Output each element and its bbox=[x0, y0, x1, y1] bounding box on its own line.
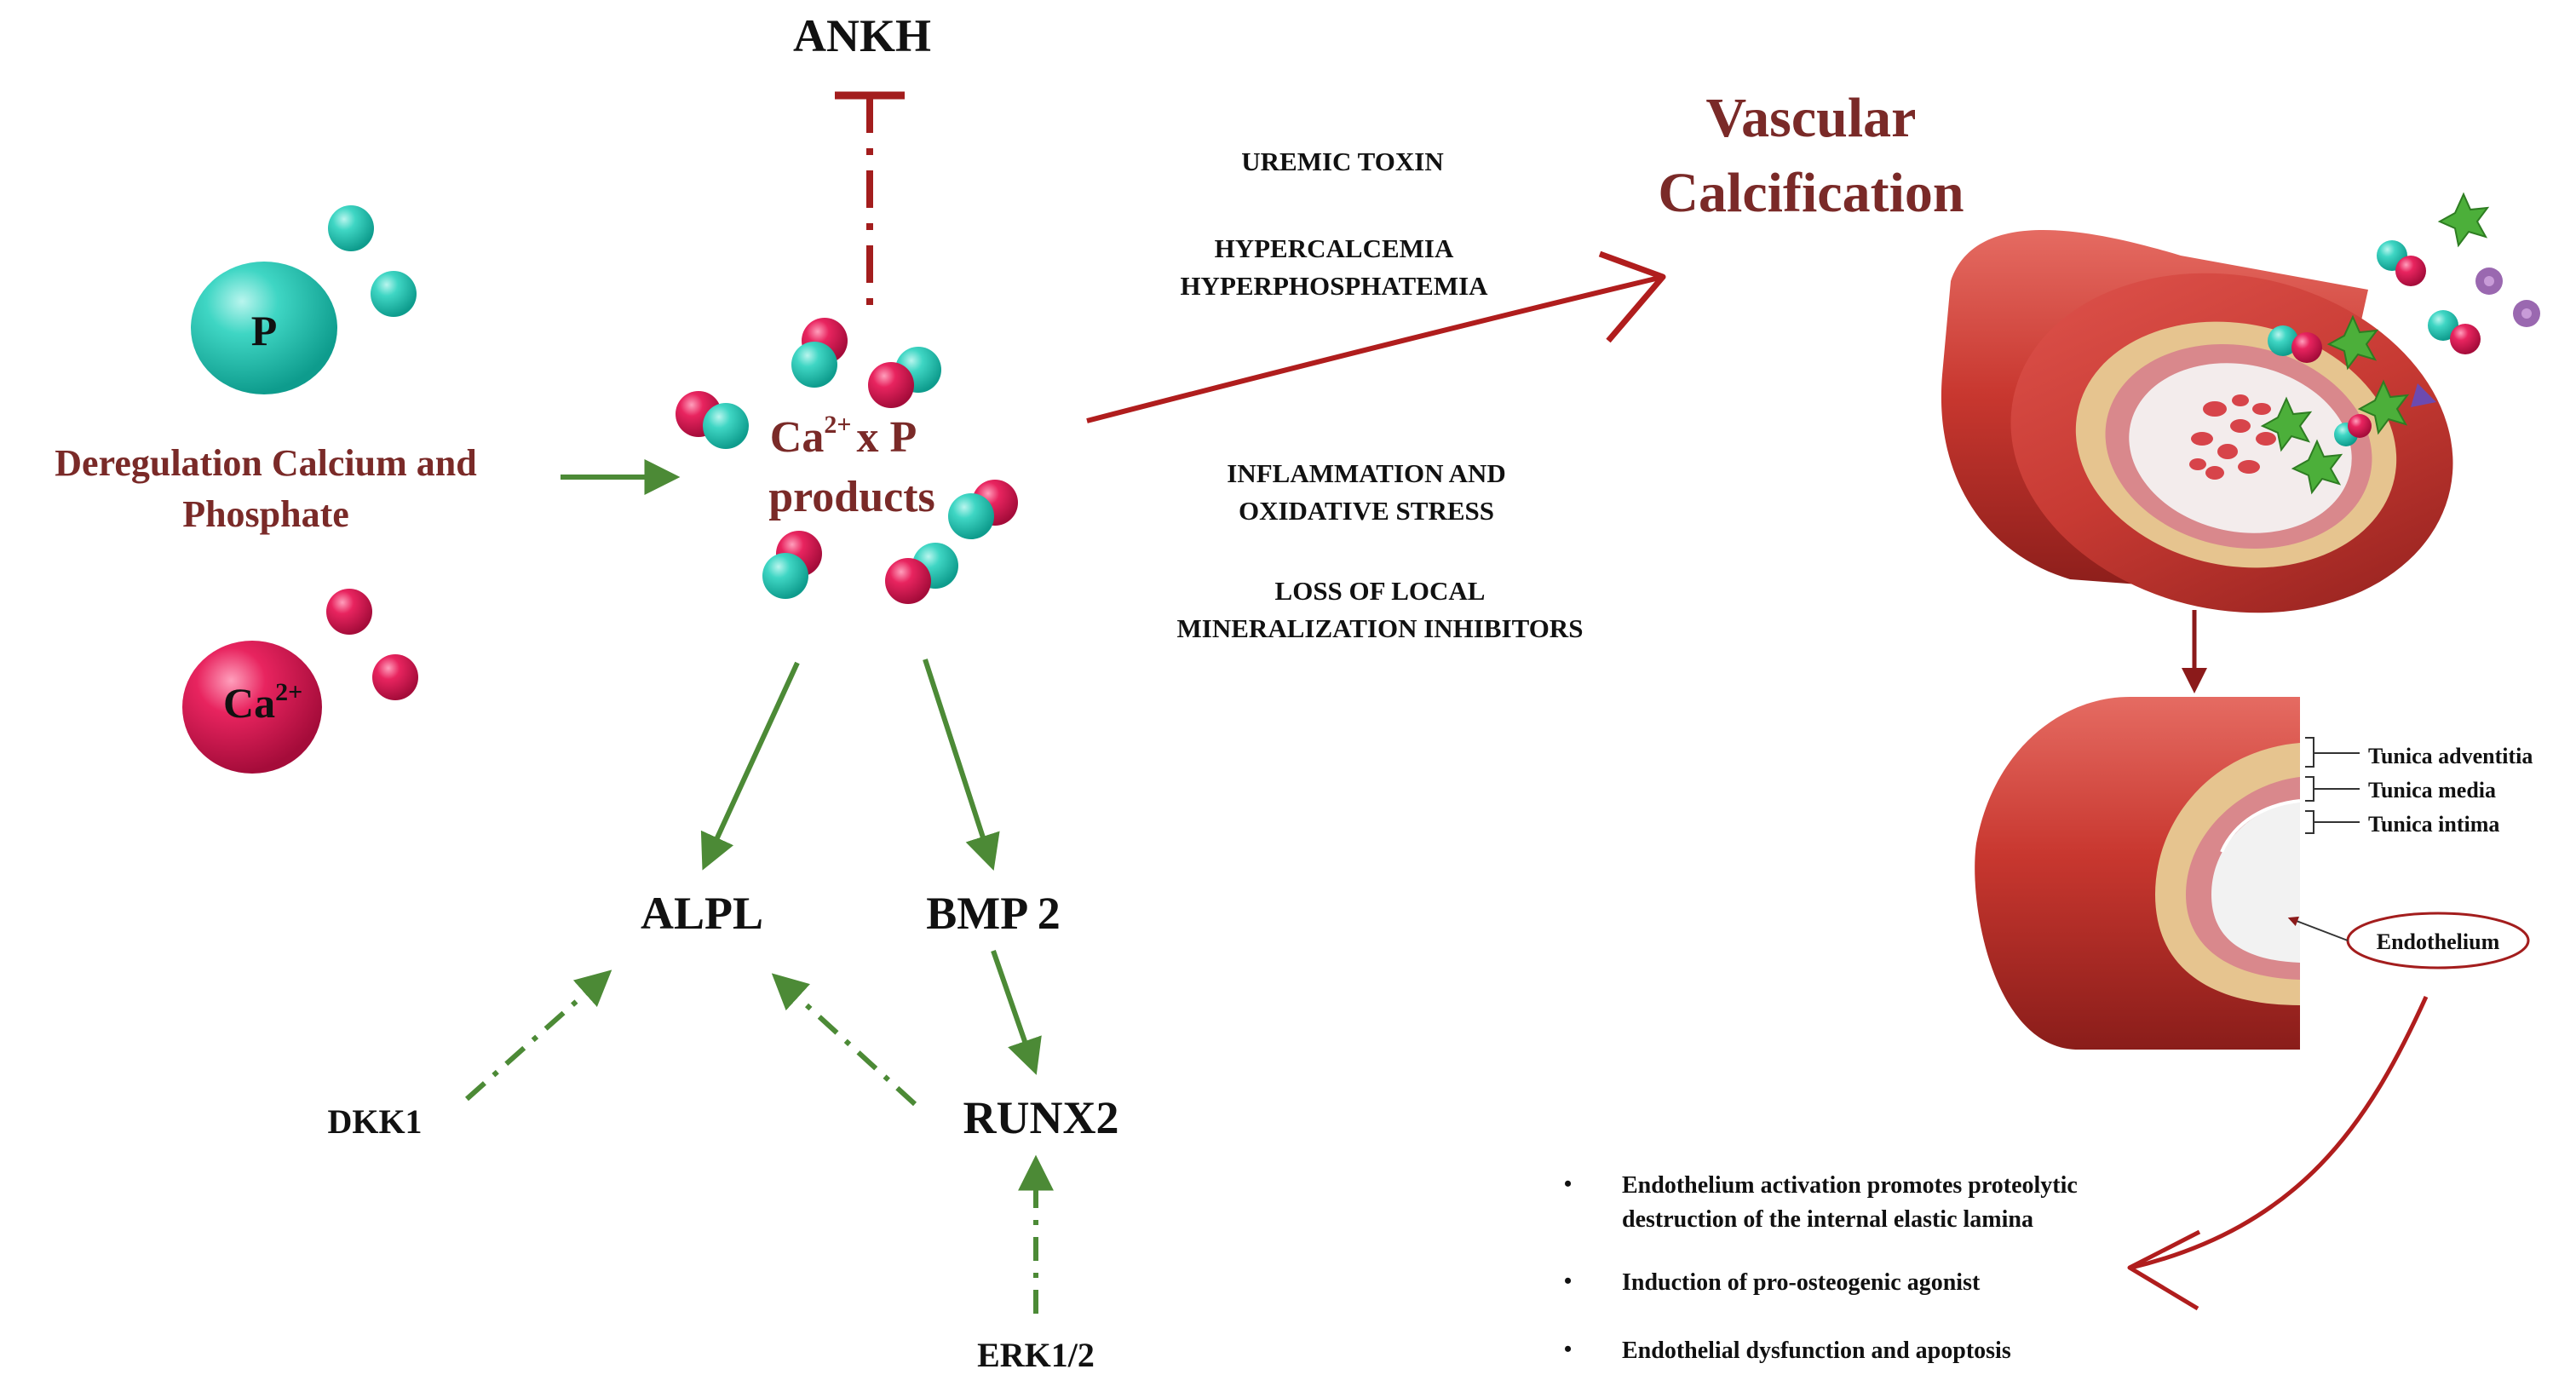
deregulation-line1: Deregulation Calcium and bbox=[55, 442, 476, 484]
product-line1: Ca2+x P bbox=[770, 411, 917, 462]
vessel-ion-pairs bbox=[2268, 240, 2481, 446]
label-endothelium: Endothelium bbox=[2377, 929, 2500, 954]
effect-2-line1: Induction of pro-osteogenic agonist bbox=[1622, 1269, 1981, 1296]
calcium-ion bbox=[326, 589, 372, 635]
arrow-bmp2-to-runx2 bbox=[991, 950, 1042, 1075]
layer-labels: Tunica adventitia Tunica media Tunica in… bbox=[2305, 737, 2533, 837]
vessel-cross-section bbox=[1975, 697, 2301, 1050]
gene-bmp2: BMP 2 bbox=[926, 888, 1061, 939]
deregulation-line2: Phosphate bbox=[182, 493, 349, 535]
gene-alpl: ALPL bbox=[641, 888, 763, 939]
factor-hyperphosphatemia: HYPERPHOSPHATEMIA bbox=[1180, 271, 1488, 301]
label-tunica-adventitia: Tunica adventitia bbox=[2368, 744, 2533, 768]
bullet-dot: • bbox=[1564, 1337, 1572, 1361]
factor-oxidative-stress: OXIDATIVE STRESS bbox=[1239, 496, 1494, 526]
endothelium-effects-arrow bbox=[2127, 995, 2429, 1311]
gene-erk: ERK1/2 bbox=[977, 1336, 1095, 1374]
endothelium-callout: Endothelium bbox=[2287, 912, 2530, 969]
ion-pairs-cluster bbox=[676, 318, 1018, 604]
calcium-label: Ca2+ bbox=[223, 678, 302, 727]
arrow-runx2-to-alpl bbox=[771, 973, 917, 1107]
outcome-line1: Vascular bbox=[1706, 87, 1917, 149]
factors-list: UREMIC TOXIN HYPERCALCEMIA HYPERPHOSPHAT… bbox=[1177, 147, 1584, 643]
phosphate-label: P bbox=[251, 307, 278, 354]
gene-pathway-arrows bbox=[465, 659, 1054, 1314]
red-blood-cells bbox=[2189, 394, 2276, 480]
outcome-line2: Calcification bbox=[1658, 162, 1964, 224]
calcium-ion bbox=[372, 654, 418, 700]
factor-hypercalcemia: HYPERCALCEMIA bbox=[1215, 233, 1454, 263]
purple-particles bbox=[2411, 268, 2540, 407]
factor-inflammation: INFLAMMATION AND bbox=[1227, 458, 1506, 488]
effect-1-line1: Endothelium activation promotes proteoly… bbox=[1622, 1172, 2078, 1199]
label-tunica-media: Tunica media bbox=[2368, 778, 2496, 803]
phosphate-ion bbox=[371, 271, 417, 317]
factor-loss-of-local: LOSS OF LOCAL bbox=[1275, 576, 1486, 606]
label-tunica-intima: Tunica intima bbox=[2368, 812, 2499, 837]
factor-mineralization-inhibitors: MINERALIZATION INHIBITORS bbox=[1177, 613, 1584, 643]
calcified-vessel-illustration bbox=[1941, 192, 2540, 613]
arrow-products-to-alpl bbox=[700, 661, 800, 871]
product-line2: products bbox=[768, 473, 935, 521]
effect-3-line1: Endothelial dysfunction and apoptosis bbox=[1622, 1338, 2011, 1364]
ankh-inhibition-line bbox=[835, 91, 905, 307]
calcium-particle: Ca2+ bbox=[182, 589, 418, 774]
calcification-crystals bbox=[2260, 192, 2490, 495]
gene-runx2: RUNX2 bbox=[963, 1092, 1119, 1143]
gene-dkk1: DKK1 bbox=[327, 1102, 422, 1141]
arrow-dkk1-to-alpl bbox=[465, 969, 612, 1102]
endothelium-effects-list: • Endothelium activation promotes proteo… bbox=[1564, 1171, 2078, 1364]
factor-uremic-toxin: UREMIC TOXIN bbox=[1241, 147, 1443, 176]
bullet-dot: • bbox=[1564, 1269, 1572, 1293]
progression-arrow bbox=[1086, 250, 1666, 423]
effect-1-line2: destruction of the internal elastic lami… bbox=[1622, 1206, 2033, 1233]
phosphate-ion bbox=[328, 205, 374, 251]
arrow-products-to-bmp2 bbox=[923, 659, 1000, 871]
ankh-label: ANKH bbox=[793, 10, 931, 61]
phosphate-particle: P bbox=[191, 205, 417, 394]
bullet-dot: • bbox=[1564, 1171, 1572, 1196]
